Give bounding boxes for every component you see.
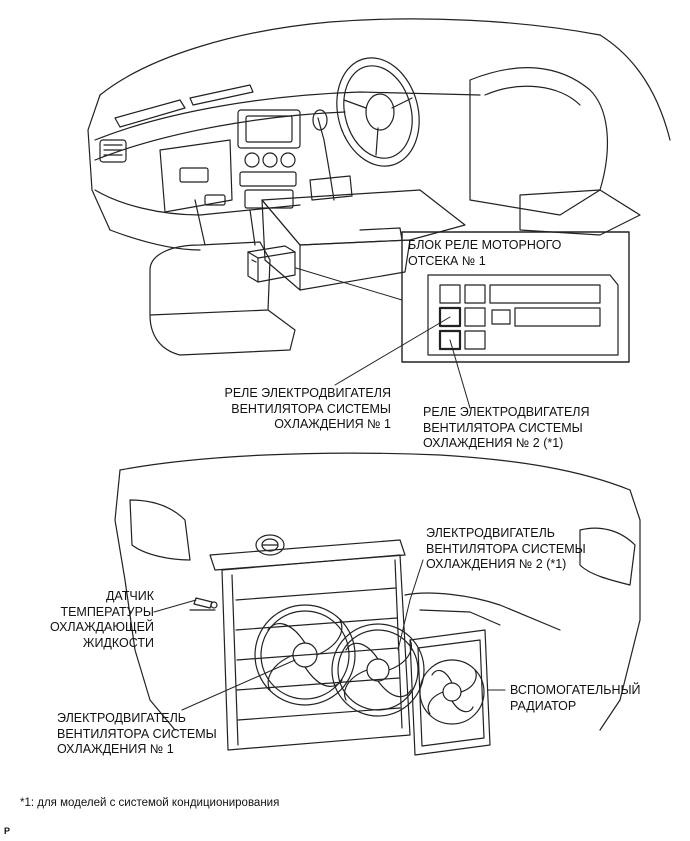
aux-radiator-drawing [409,629,491,756]
fan-relay-2-label: РЕЛЕ ЭЛЕКТРОДВИГАТЕЛЯ ВЕНТИЛЯТОРА СИСТЕМ… [423,405,590,450]
fan-relay-1-label: РЕЛЕ ЭЛЕКТРОДВИГАТЕЛЯ ВЕНТИЛЯТОРА СИСТЕМ… [224,386,391,431]
steering-wheel-drawing [336,57,420,167]
logo-emblem [255,534,285,556]
coolant-sensor-icon [193,597,218,609]
vent-icon [99,139,127,163]
footnote: *1: для моделей с системой кондициониров… [20,797,280,809]
relay-block-inset [334,231,630,409]
fan-motor-2-label: ЭЛЕКТРОДВИГАТЕЛЬ ВЕНТИЛЯТОРА СИСТЕМЫ ОХЛ… [426,526,586,571]
fan-1-drawing [254,604,356,706]
corner-mark: P [4,826,11,836]
radiator-drawing [221,554,411,751]
relay-block-title: БЛОК РЕЛЕ МОТОРНОГО ОТСЕКА № 1 [408,238,562,268]
fan-motor-1-label: ЭЛЕКТРОДВИГАТЕЛЬ ВЕНТИЛЯТОРА СИСТЕМЫ ОХЛ… [57,711,217,756]
coolant-sensor-label: ДАТЧИК ТЕМПЕРАТУРЫ ОХЛАЖДАЮЩЕЙ ЖИДКОСТИ [49,589,154,650]
relay-box-location [247,245,296,283]
front-vehicle-drawing [114,452,641,756]
aux-radiator-label: ВСПОМОГАТЕЛЬНЫЙ РАДИАТОР [510,683,641,713]
cabin-interior-drawing [87,18,671,356]
fan-2-drawing [331,623,425,717]
